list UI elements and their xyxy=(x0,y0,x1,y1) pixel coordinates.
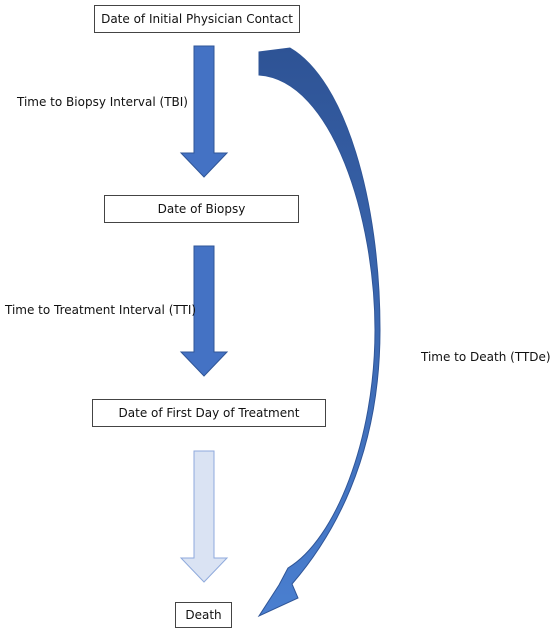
node-biopsy-label: Date of Biopsy xyxy=(157,202,246,216)
node-initial-physician-contact-label: Date of Initial Physician Contact xyxy=(101,12,293,26)
node-biopsy: Date of Biopsy xyxy=(104,195,299,223)
node-death: Death xyxy=(175,602,232,628)
interval-label-ttde: Time to Death (TTDe) xyxy=(421,350,550,364)
interval-label-tbi: Time to Biopsy Interval (TBI) xyxy=(17,95,188,109)
arrow-tti xyxy=(179,245,229,377)
arrow-tbi xyxy=(179,45,229,178)
arrow-treatment-death xyxy=(179,450,229,583)
node-first-day-of-treatment: Date of First Day of Treatment xyxy=(92,399,326,427)
node-death-label: Death xyxy=(185,608,222,622)
node-first-day-of-treatment-label: Date of First Day of Treatment xyxy=(118,406,300,420)
curved-arrow-ttde xyxy=(257,47,381,618)
interval-label-tti: Time to Treatment Interval (TTI) xyxy=(5,303,197,317)
node-initial-physician-contact: Date of Initial Physician Contact xyxy=(94,5,300,33)
